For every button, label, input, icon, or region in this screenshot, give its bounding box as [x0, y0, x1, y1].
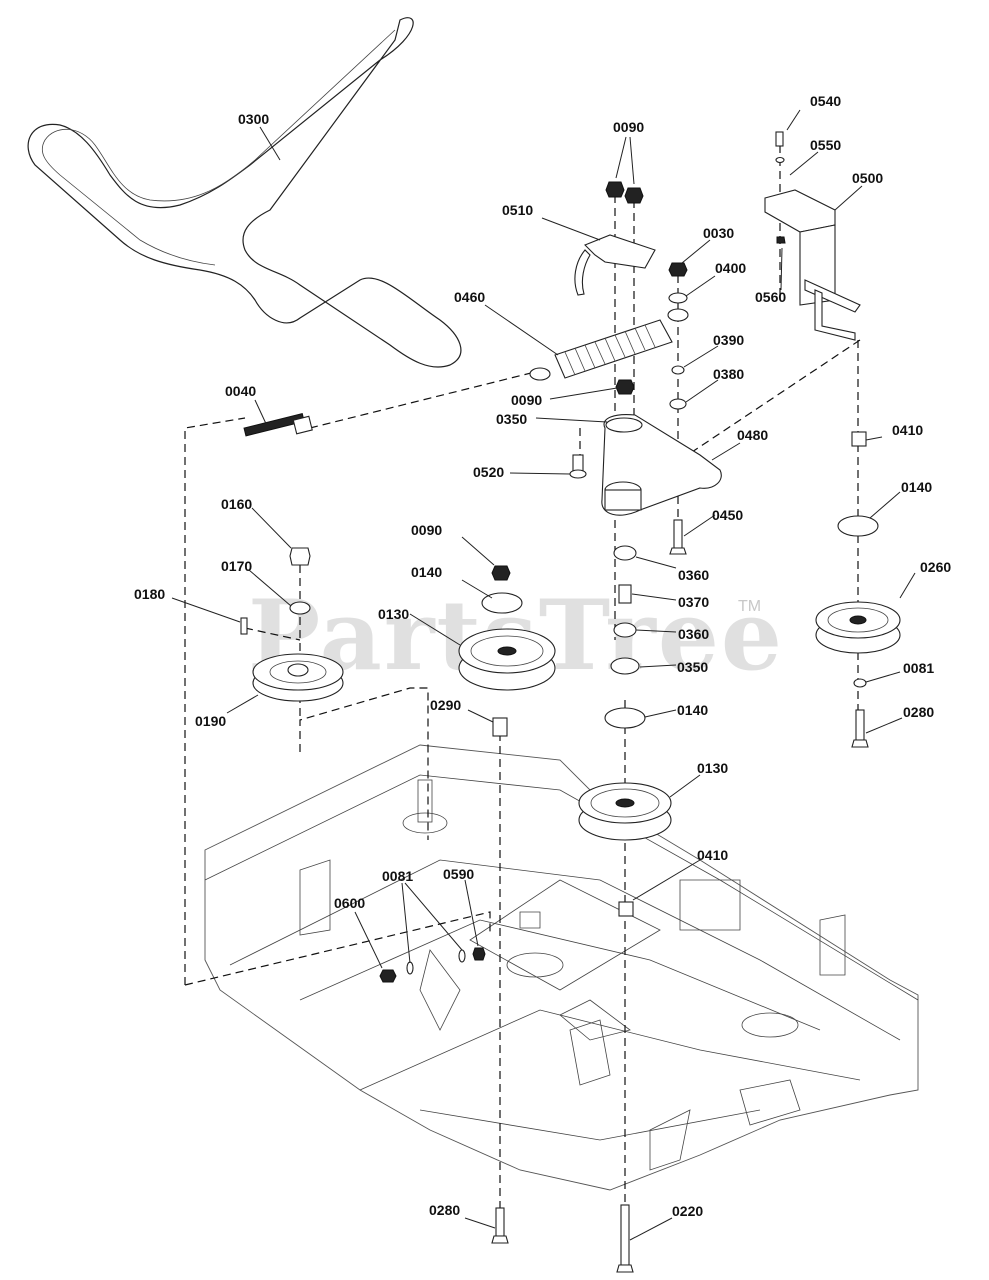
washer-0081-pair	[406, 949, 466, 975]
part-label-0180: 0180	[134, 586, 166, 602]
part-label-0160: 0160	[221, 496, 253, 512]
part-label-0550: 0550	[810, 137, 842, 153]
part-label-0140-right: 0140	[901, 479, 933, 495]
spacer-0370	[618, 584, 632, 604]
washer-0400	[668, 292, 688, 304]
part-label-0480: 0480	[737, 427, 769, 443]
idler-pulley-0130-left	[458, 628, 556, 691]
part-label-0600: 0600	[334, 895, 366, 911]
bearing-0360-bottom	[613, 622, 637, 638]
part-label-0410: 0410	[892, 422, 924, 438]
part-label-0220: 0220	[672, 1203, 704, 1219]
part-label-0590: 0590	[443, 866, 475, 882]
part-label-0380: 0380	[713, 366, 745, 382]
part-label-0081-pair: 0081	[382, 868, 414, 884]
part-label-0030: 0030	[703, 225, 735, 241]
part-label-0540: 0540	[810, 93, 842, 109]
part-label-0140-center: 0140	[677, 702, 709, 718]
part-label-0170: 0170	[221, 558, 253, 574]
keeper-washer-0140-right	[837, 515, 879, 537]
part-label-0130-left: 0130	[378, 606, 410, 622]
part-label-0410-center: 0410	[697, 847, 729, 863]
spacer-0410-center	[618, 901, 634, 917]
bolt-0280-right	[851, 709, 869, 748]
part-label-0190: 0190	[195, 713, 227, 729]
part-label-0090-left: 0090	[411, 522, 443, 538]
part-label-0350-bottom: 0350	[677, 659, 709, 675]
extension-spring-0460	[529, 308, 689, 381]
nut-0590	[472, 947, 486, 961]
watermark-trademark: TM	[738, 598, 762, 615]
bracket-0500	[764, 189, 861, 341]
part-label-0370: 0370	[678, 594, 710, 610]
spindle-pulley-0190	[252, 653, 344, 702]
bearing-0360-top	[613, 545, 637, 561]
mower-deck	[204, 744, 919, 1191]
lock-nut-0090-left	[491, 565, 511, 581]
shoulder-bolt-0520	[569, 454, 587, 479]
spacer-0390	[671, 365, 685, 375]
part-label-0130-center: 0130	[697, 760, 729, 776]
lock-nut-0030	[668, 262, 688, 277]
part-label-0280-right: 0280	[903, 704, 935, 720]
lock-nut-0600	[379, 969, 397, 983]
washer-0081-right	[853, 678, 867, 688]
belt-guide-bracket-0510	[574, 234, 656, 296]
bolt-0450	[669, 519, 687, 555]
spacer-0410-right	[851, 431, 867, 447]
washer-0350-bottom	[610, 657, 640, 675]
part-label-0360-top: 0360	[678, 567, 710, 583]
washer-0550	[775, 156, 785, 164]
part-label-0290: 0290	[430, 697, 462, 713]
idler-arm-0480	[601, 414, 722, 516]
part-label-0260: 0260	[920, 559, 952, 575]
part-label-0040: 0040	[225, 383, 257, 399]
eye-bolt-0040	[243, 412, 313, 437]
lock-nut-0090-mid	[615, 379, 635, 395]
bolt-0540	[775, 131, 784, 147]
part-label-0520: 0520	[473, 464, 505, 480]
idler-pulley-0260	[815, 601, 901, 654]
part-label-0360-bottom: 0360	[678, 626, 710, 642]
washer-0380	[669, 398, 687, 410]
leader-lines	[171, 109, 916, 1241]
part-label-0090-mid: 0090	[511, 392, 543, 408]
part-label-0510: 0510	[502, 202, 534, 218]
bolt-0220	[616, 1204, 634, 1273]
washer-0170	[289, 601, 311, 615]
part-label-0390: 0390	[713, 332, 745, 348]
drive-belt	[27, 17, 462, 368]
parts	[240, 131, 901, 1273]
part-label-0081-right: 0081	[903, 660, 935, 676]
part-label-0400: 0400	[715, 260, 747, 276]
part-label-0300: 0300	[238, 111, 270, 127]
hex-nut-0160	[289, 547, 311, 566]
part-label-0140-left: 0140	[411, 564, 443, 580]
lock-nut-0090-pair	[605, 181, 644, 204]
idler-pulley-0130-center	[578, 782, 672, 841]
spacer-0290	[492, 717, 508, 737]
part-label-0500: 0500	[852, 170, 884, 186]
part-label-0350: 0350	[496, 411, 528, 427]
key-0180	[240, 617, 248, 635]
part-label-0460: 0460	[454, 289, 486, 305]
keeper-washer-0140-center	[604, 707, 646, 729]
nut-0560	[776, 236, 786, 244]
part-label-0560: 0560	[755, 289, 787, 305]
part-label-0450: 0450	[712, 507, 744, 523]
bolt-0280-bottom	[491, 1207, 509, 1244]
part-label-0090: 0090	[613, 119, 645, 135]
part-label-0280-bottom: 0280	[429, 1202, 461, 1218]
